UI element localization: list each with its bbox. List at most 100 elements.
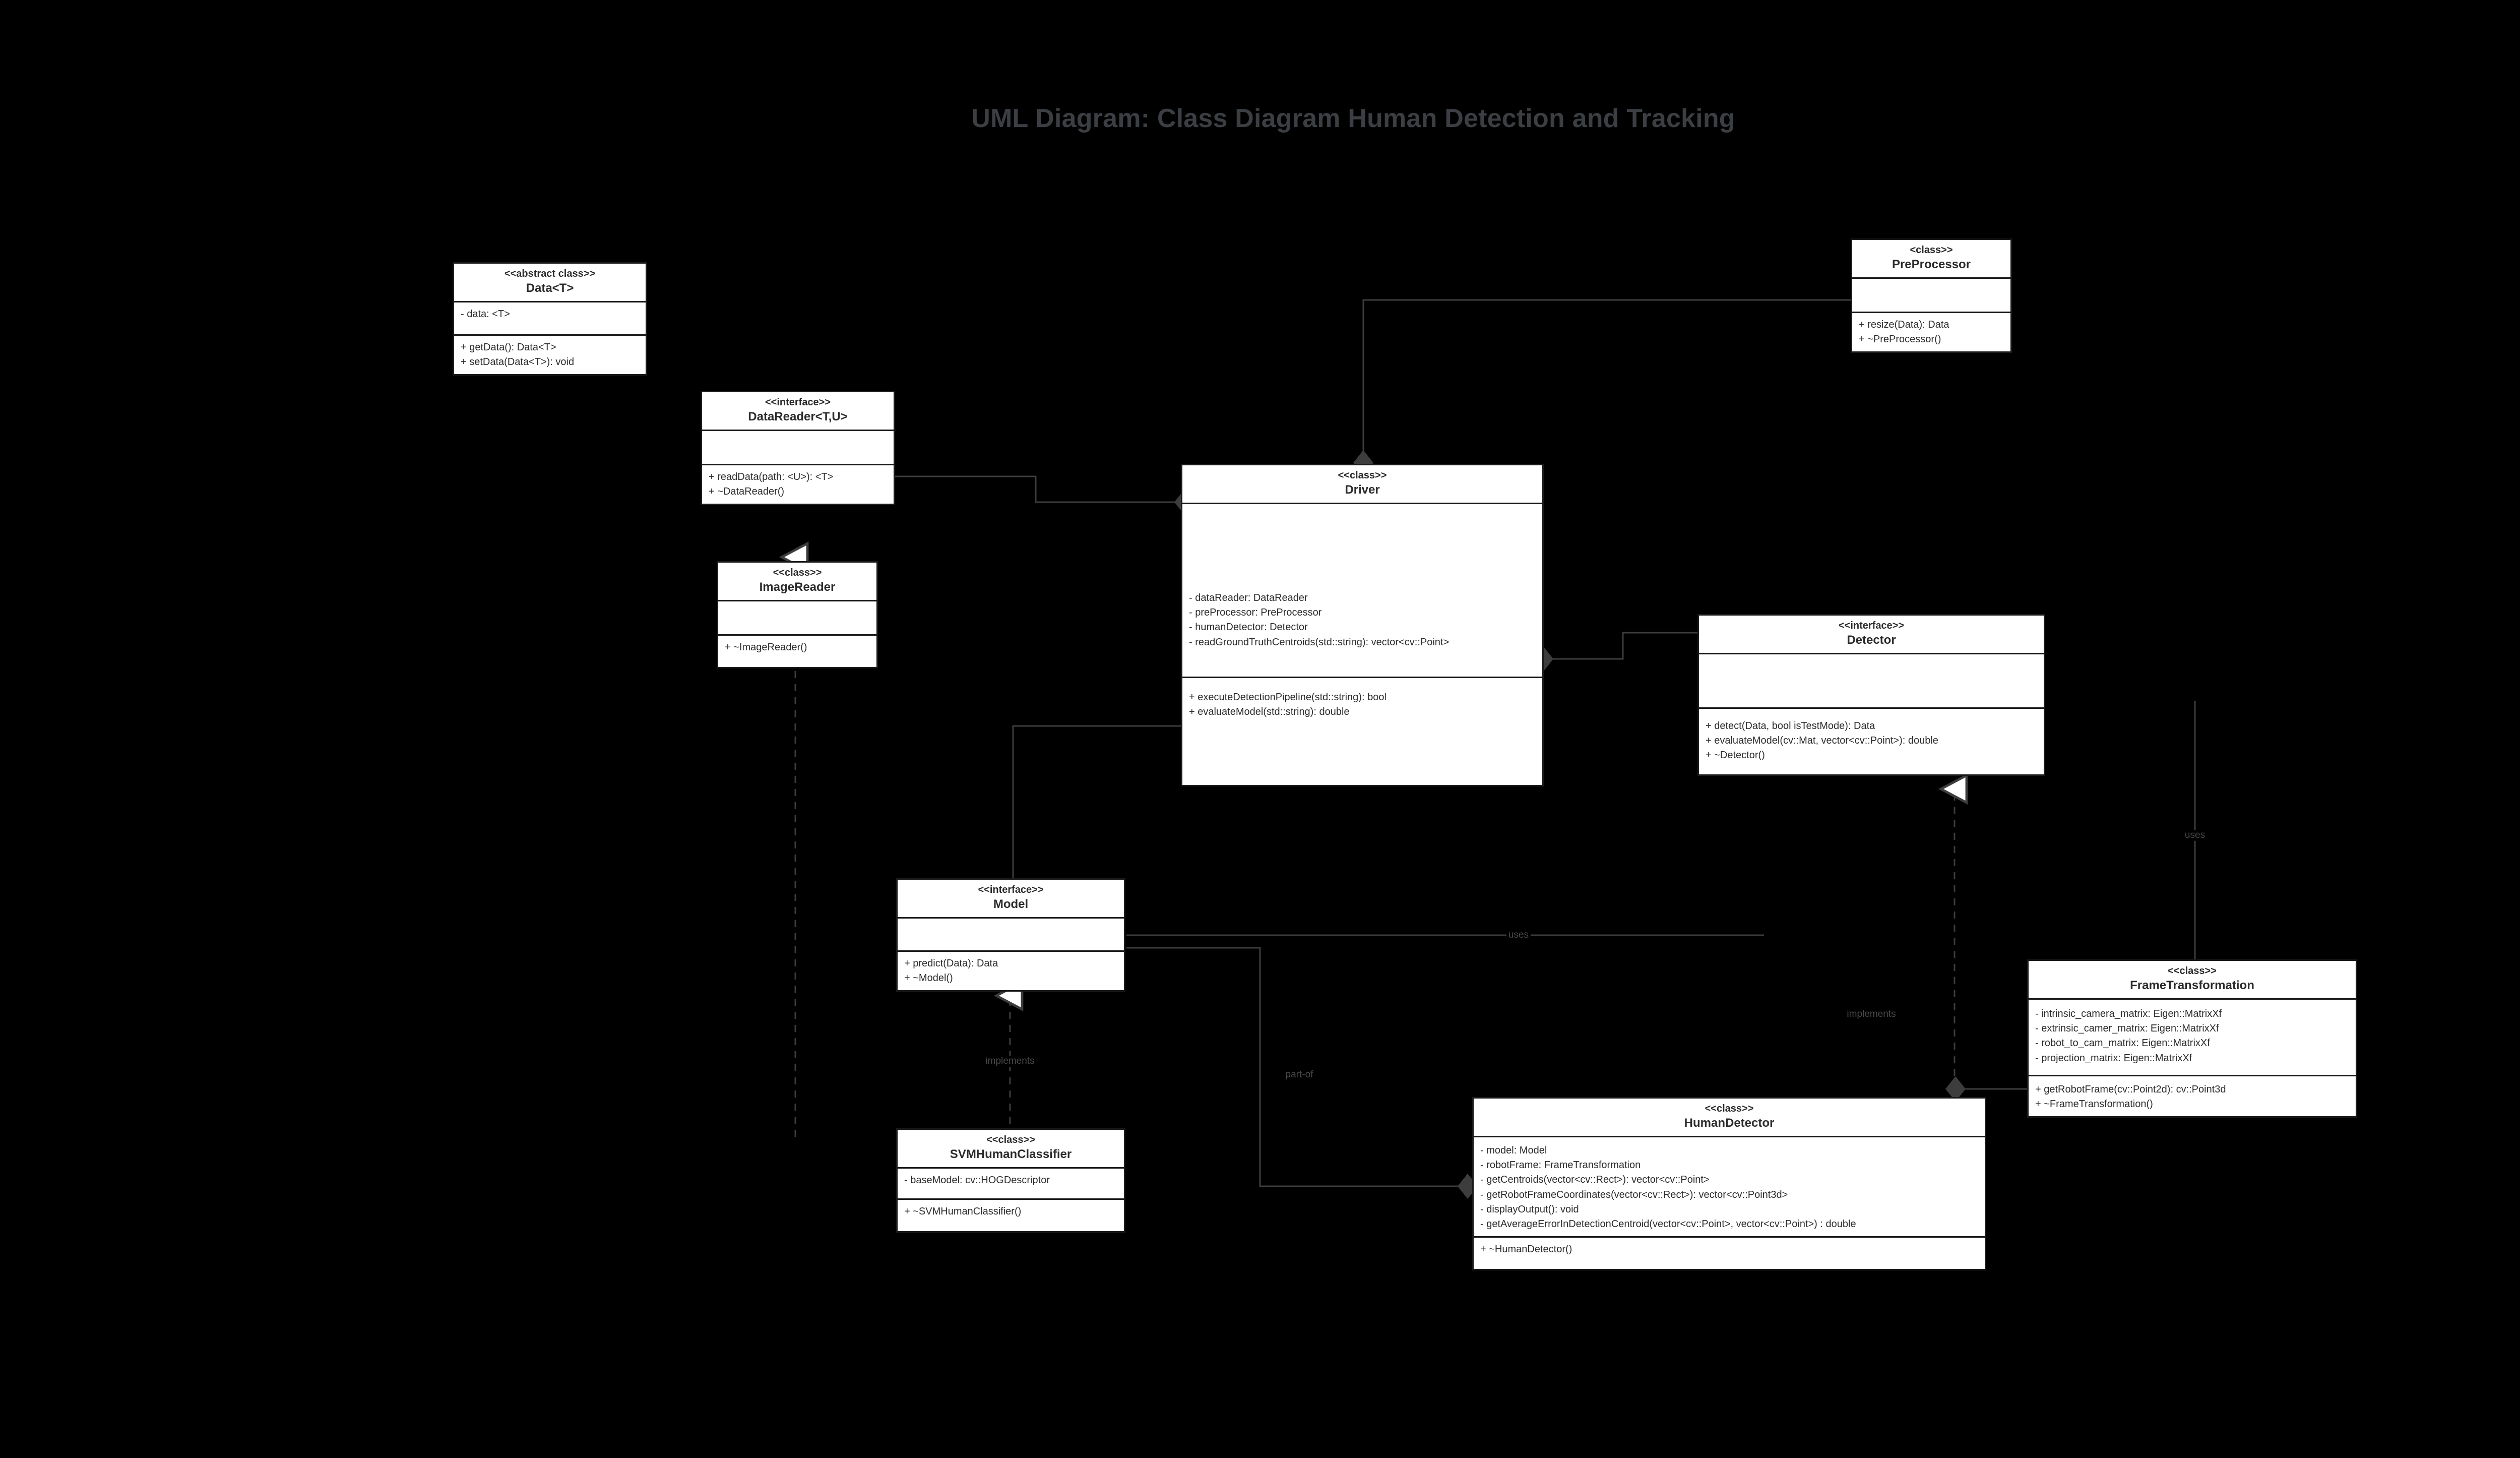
class-name-humandetector: HumanDetector [1684, 1116, 1775, 1130]
class-methods-frametransformation: + getRobotFrame(cv::Point2d): cv::Point3… [2029, 1076, 2356, 1116]
attribute-row: - humanDetector: Detector [1189, 622, 1308, 633]
attribute-row: - displayOutput(): void [1480, 1203, 1579, 1215]
attribute-row: - getAverageErrorInDetectionCentroid(vec… [1480, 1219, 1856, 1230]
method-row: + ~PreProcessor() [1859, 334, 1941, 345]
attribute-row: - dataReader: DataReader [1189, 592, 1308, 604]
class-methods-humandetector: + ~HumanDetector() [1474, 1238, 1985, 1269]
edge-label-implements-humandetector: implements [1845, 1009, 1898, 1020]
method-row: + evaluateModel(cv::Mat, vector<cv::Poin… [1706, 735, 1938, 747]
method-row: + ~DataReader() [709, 486, 785, 498]
class-name-svmhumanclassifier: SVMHumanClassifier [950, 1147, 1072, 1162]
edge-label-partof: part-of [1283, 1069, 1315, 1080]
class-stereotype-driver: <<class>> [1338, 470, 1387, 481]
class-attributes-imagereader [718, 601, 876, 636]
class-box-frametransformation[interactable]: <<class>> FrameTransformation - intrinsi… [2027, 959, 2357, 1118]
attribute-row: - projection_matrix: Eigen::MatrixXf [2035, 1052, 2192, 1064]
class-box-model[interactable]: <<interface>> Model + predict(Data): Dat… [896, 878, 1125, 992]
class-stereotype-imagereader: <<class>> [773, 567, 822, 578]
class-box-humandetector[interactable]: <<class>> HumanDetector - model: Model -… [1472, 1097, 1986, 1271]
method-row: + ~Detector() [1706, 750, 1765, 761]
attribute-row: - intrinsic_camera_matrix: Eigen::Matrix… [2035, 1008, 2222, 1020]
class-name-driver: Driver [1345, 483, 1380, 497]
class-attributes-preprocessor [1852, 279, 2010, 314]
class-name-model: Model [993, 897, 1029, 912]
class-header-data: <<abstract class>> Data<T> [454, 264, 646, 303]
class-header-svmhumanclassifier: <<class>> SVMHumanClassifier [898, 1130, 1124, 1169]
attribute-row: - getRobotFrameCoordinates(vector<cv::Re… [1480, 1189, 1788, 1200]
edge-preprocessor-driver [1362, 299, 1880, 464]
method-row: + ~FrameTransformation() [2035, 1099, 2153, 1110]
attribute-row: - robot_to_cam_matrix: Eigen::MatrixXf [2035, 1038, 2210, 1049]
class-methods-model: + predict(Data): Data + ~Model() [898, 952, 1124, 990]
class-attributes-detector [1699, 654, 2044, 709]
class-attributes-driver: - dataReader: DataReader - preProcessor:… [1182, 504, 1542, 679]
class-attributes-humandetector: - model: Model - robotFrame: FrameTransf… [1474, 1137, 1985, 1238]
edge-driver-detector [1543, 632, 1697, 660]
method-row: + evaluateModel(std::string): double [1189, 706, 1350, 718]
class-stereotype-detector: <<interface>> [1838, 620, 1905, 631]
method-row: + resize(Data): Data [1859, 319, 1949, 331]
method-row: + ~SVMHumanClassifier() [904, 1206, 1022, 1218]
class-attributes-frametransformation: - intrinsic_camera_matrix: Eigen::Matrix… [2029, 1000, 2356, 1076]
method-row: + ~Model() [904, 973, 953, 984]
attribute-row: - robotFrame: FrameTransformation [1480, 1160, 1641, 1171]
class-attributes-datareader [702, 431, 894, 466]
class-name-frametransformation: FrameTransformation [2130, 979, 2254, 993]
class-name-data: Data<T> [526, 281, 574, 295]
class-header-detector: <<interface>> Detector [1699, 616, 2044, 655]
class-name-imagereader: ImageReader [759, 580, 836, 594]
method-row: + executeDetectionPipeline(std::string):… [1189, 692, 1387, 703]
edge-datareader-driver [891, 475, 1181, 503]
class-methods-datareader: + readData(path: <U>): <T> + ~DataReader… [702, 465, 894, 504]
class-stereotype-model: <<interface>> [978, 884, 1044, 895]
class-name-preprocessor: PreProcessor [1892, 258, 1971, 272]
method-row: + ~ImageReader() [725, 642, 807, 653]
class-stereotype-preprocessor: <class>> [1910, 245, 1953, 256]
class-attributes-model [898, 919, 1124, 952]
class-name-detector: Detector [1847, 633, 1896, 647]
class-header-frametransformation: <<class>> FrameTransformation [2029, 961, 2356, 1000]
page-title: UML Diagram: Class Diagram Human Detecti… [971, 104, 1735, 133]
class-header-humandetector: <<class>> HumanDetector [1474, 1099, 1985, 1138]
class-box-preprocessor[interactable]: <class>> PreProcessor + resize(Data): Da… [1851, 238, 2012, 353]
attribute-row: - baseModel: cv::HOGDescriptor [904, 1175, 1050, 1186]
class-methods-preprocessor: + resize(Data): Data + ~PreProcessor() [1852, 313, 2010, 351]
attribute-row: - preProcessor: PreProcessor [1189, 607, 1322, 619]
class-box-detector[interactable]: <<interface>> Detector + detect(Data, bo… [1697, 614, 2045, 776]
class-methods-data: + getData(): Data<T> + setData(Data<T>):… [454, 336, 646, 374]
class-box-datareader[interactable]: <<interface>> DataReader<T,U> + readData… [701, 391, 895, 506]
class-stereotype-frametransformation: <<class>> [2168, 965, 2217, 977]
class-box-svmhumanclassifier[interactable]: <<class>> SVMHumanClassifier - baseModel… [896, 1128, 1125, 1233]
method-row: + setData(Data<T>): void [461, 356, 575, 368]
attribute-row: - model: Model [1480, 1145, 1547, 1157]
class-methods-svmhumanclassifier: + ~SVMHumanClassifier() [898, 1200, 1124, 1231]
class-header-model: <<interface>> Model [898, 880, 1124, 919]
class-methods-imagereader: + ~ImageReader() [718, 636, 876, 667]
method-row: + readData(path: <U>): <T> [709, 471, 834, 483]
method-row: + getRobotFrame(cv::Point2d): cv::Point3… [2035, 1083, 2226, 1095]
class-stereotype-datareader: <<interface>> [765, 397, 831, 408]
attribute-row: - data: <T> [461, 309, 510, 320]
class-header-preprocessor: <class>> PreProcessor [1852, 240, 2010, 279]
class-methods-detector: + detect(Data, bool isTestMode): Data + … [1699, 709, 2044, 774]
attribute-row: - readGroundTruthCentroids(std::string):… [1189, 636, 1450, 648]
class-stereotype-humandetector: <<class>> [1705, 1103, 1754, 1114]
class-name-datareader: DataReader<T,U> [748, 410, 848, 424]
method-row: + ~HumanDetector() [1480, 1244, 1572, 1255]
class-box-data[interactable]: <<abstract class>> Data<T> - data: <T> +… [453, 262, 647, 376]
method-row: + getData(): Data<T> [461, 342, 556, 353]
class-box-driver[interactable]: <<class>> Driver - dataReader: DataReade… [1181, 464, 1544, 786]
edge-driver-model [1012, 725, 1181, 882]
class-header-datareader: <<interface>> DataReader<T,U> [702, 392, 894, 432]
attribute-row: - getCentroids(vector<cv::Rect>): vector… [1480, 1174, 1710, 1186]
class-box-imagereader[interactable]: <<class>> ImageReader + ~ImageReader() [717, 561, 878, 669]
edge-label-uses-model-detector: uses [1506, 930, 1531, 941]
class-methods-driver: + executeDetectionPipeline(std::string):… [1182, 678, 1542, 724]
class-stereotype-data: <<abstract class>> [504, 268, 596, 279]
class-header-driver: <<class>> Driver [1182, 465, 1542, 505]
method-row: + detect(Data, bool isTestMode): Data [1706, 720, 1875, 732]
method-row: + predict(Data): Data [904, 958, 998, 969]
attribute-row: - extrinsic_camer_matrix: Eigen::MatrixX… [2035, 1023, 2219, 1035]
class-stereotype-svmhumanclassifier: <<class>> [986, 1134, 1035, 1145]
